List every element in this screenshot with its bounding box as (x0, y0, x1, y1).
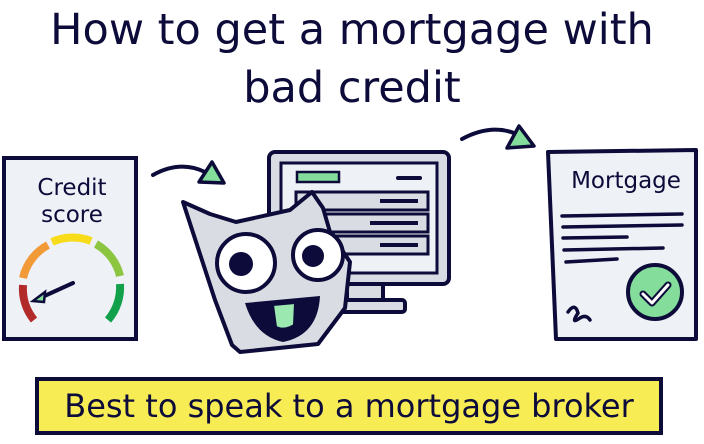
mortgage-label: Mortgage (571, 168, 681, 194)
banner-text: Best to speak to a mortgage broker (64, 387, 634, 425)
advice-banner: Best to speak to a mortgage broker (35, 377, 663, 435)
arrow-icon (151, 160, 226, 185)
credit-label-2: score (41, 202, 103, 228)
mortgage-document: Mortgage (546, 148, 698, 341)
monster-character-icon (181, 190, 352, 354)
signature-icon (566, 305, 592, 323)
check-badge-icon (626, 263, 684, 321)
gauge-icon (18, 233, 125, 323)
title-line-2: bad credit (243, 63, 461, 113)
arrow-icon (460, 124, 536, 150)
credit-score-card: Credit score (2, 156, 138, 341)
credit-label-1: Credit (37, 175, 106, 201)
title-line-1: How to get a mortgage with (50, 5, 654, 55)
